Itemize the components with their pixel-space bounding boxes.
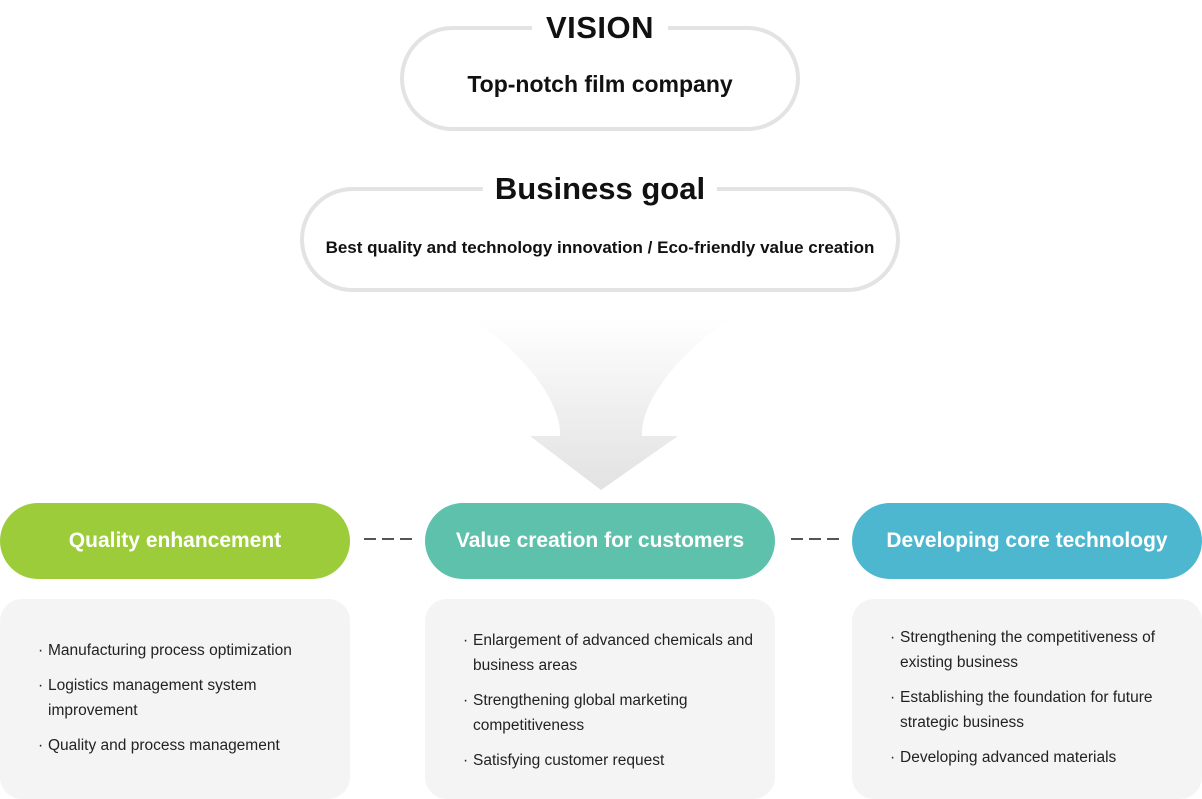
funnel-arrow-icon bbox=[470, 318, 732, 490]
quality-enhancement-card: Manufacturing process optimization Logis… bbox=[0, 599, 350, 799]
dashed-connector bbox=[791, 538, 839, 540]
list-item: Strengthening the competitiveness of exi… bbox=[890, 625, 1182, 675]
list-item: Satisfying customer request bbox=[463, 748, 755, 773]
core-technology-list: Strengthening the competitiveness of exi… bbox=[890, 625, 1182, 780]
value-creation-list: Enlargement of advanced chemicals and bu… bbox=[463, 628, 755, 783]
value-creation-card: Enlargement of advanced chemicals and bu… bbox=[425, 599, 775, 799]
list-item: Strengthening global marketing competiti… bbox=[463, 688, 755, 738]
list-item: Manufacturing process optimization bbox=[38, 638, 330, 663]
business-goal-frame: Business goal Best quality and technolog… bbox=[300, 171, 900, 292]
strategy-value-creation: Value creation for customers bbox=[425, 503, 775, 579]
quality-enhancement-list: Manufacturing process optimization Logis… bbox=[38, 638, 330, 768]
list-item: Enlargement of advanced chemicals and bu… bbox=[463, 628, 755, 678]
business-goal-title: Business goal bbox=[482, 171, 718, 207]
vision-text: Top-notch film company bbox=[467, 71, 733, 97]
strategy-quality-enhancement: Quality enhancement bbox=[0, 503, 350, 579]
business-goal-text: Best quality and technology innovation /… bbox=[325, 238, 875, 257]
core-technology-card: Strengthening the competitiveness of exi… bbox=[852, 599, 1202, 799]
list-item: Logistics management system improvement bbox=[38, 673, 330, 723]
list-item: Developing advanced materials bbox=[890, 745, 1182, 770]
list-item: Establishing the foundation for future s… bbox=[890, 685, 1182, 735]
strategy-core-technology: Developing core technology bbox=[852, 503, 1202, 579]
dashed-connector bbox=[364, 538, 412, 540]
list-item: Quality and process management bbox=[38, 733, 330, 758]
vision-frame: VISION Top-notch film company bbox=[400, 10, 800, 131]
vision-title: VISION bbox=[531, 10, 669, 46]
